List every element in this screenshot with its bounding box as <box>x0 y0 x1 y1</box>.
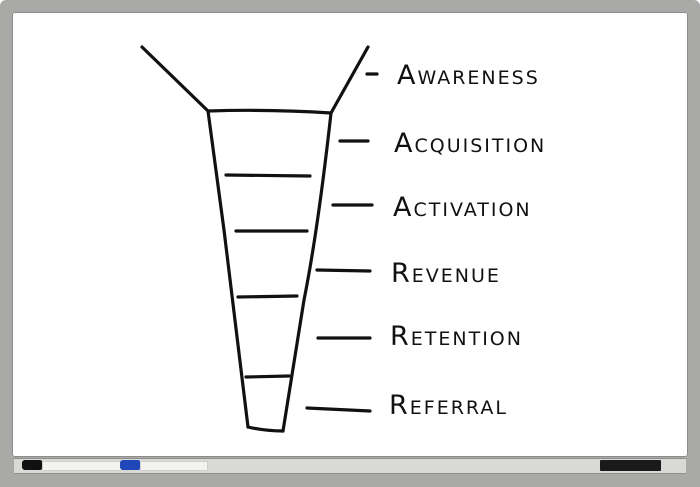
stage-leader-dash <box>315 268 372 273</box>
stage-labels: Awareness Acquisition Activation Revenue… <box>389 60 546 421</box>
stage-label-acquisition: Acquisition <box>394 128 546 159</box>
stage-label-revenue: Revenue <box>391 258 501 289</box>
funnel-left-rim <box>140 45 210 113</box>
funnel-right-side <box>281 111 333 433</box>
funnel-top-edge <box>206 108 333 115</box>
stage-label-referral: Referral <box>389 390 508 421</box>
eraser <box>600 460 661 471</box>
whiteboard-bottom-frame <box>0 474 700 487</box>
blue-marker-cap <box>120 460 140 470</box>
whiteboard-surface <box>12 12 688 457</box>
funnel-divider <box>224 173 312 178</box>
funnel-divider <box>236 294 299 299</box>
stage-label-activation: Activation <box>393 192 532 223</box>
funnel-right-rim <box>329 45 370 115</box>
funnel-bottom-edge <box>246 425 285 433</box>
funnel-left-side <box>206 109 250 429</box>
stage-leader-dash <box>305 406 372 413</box>
stage-label-awareness: Awareness <box>397 60 540 91</box>
funnel-divider <box>244 374 291 379</box>
blue-marker-body <box>140 461 208 471</box>
blue-marker <box>120 460 210 471</box>
stage-label-retention: Retention <box>390 321 523 352</box>
black-marker-cap <box>22 460 42 470</box>
